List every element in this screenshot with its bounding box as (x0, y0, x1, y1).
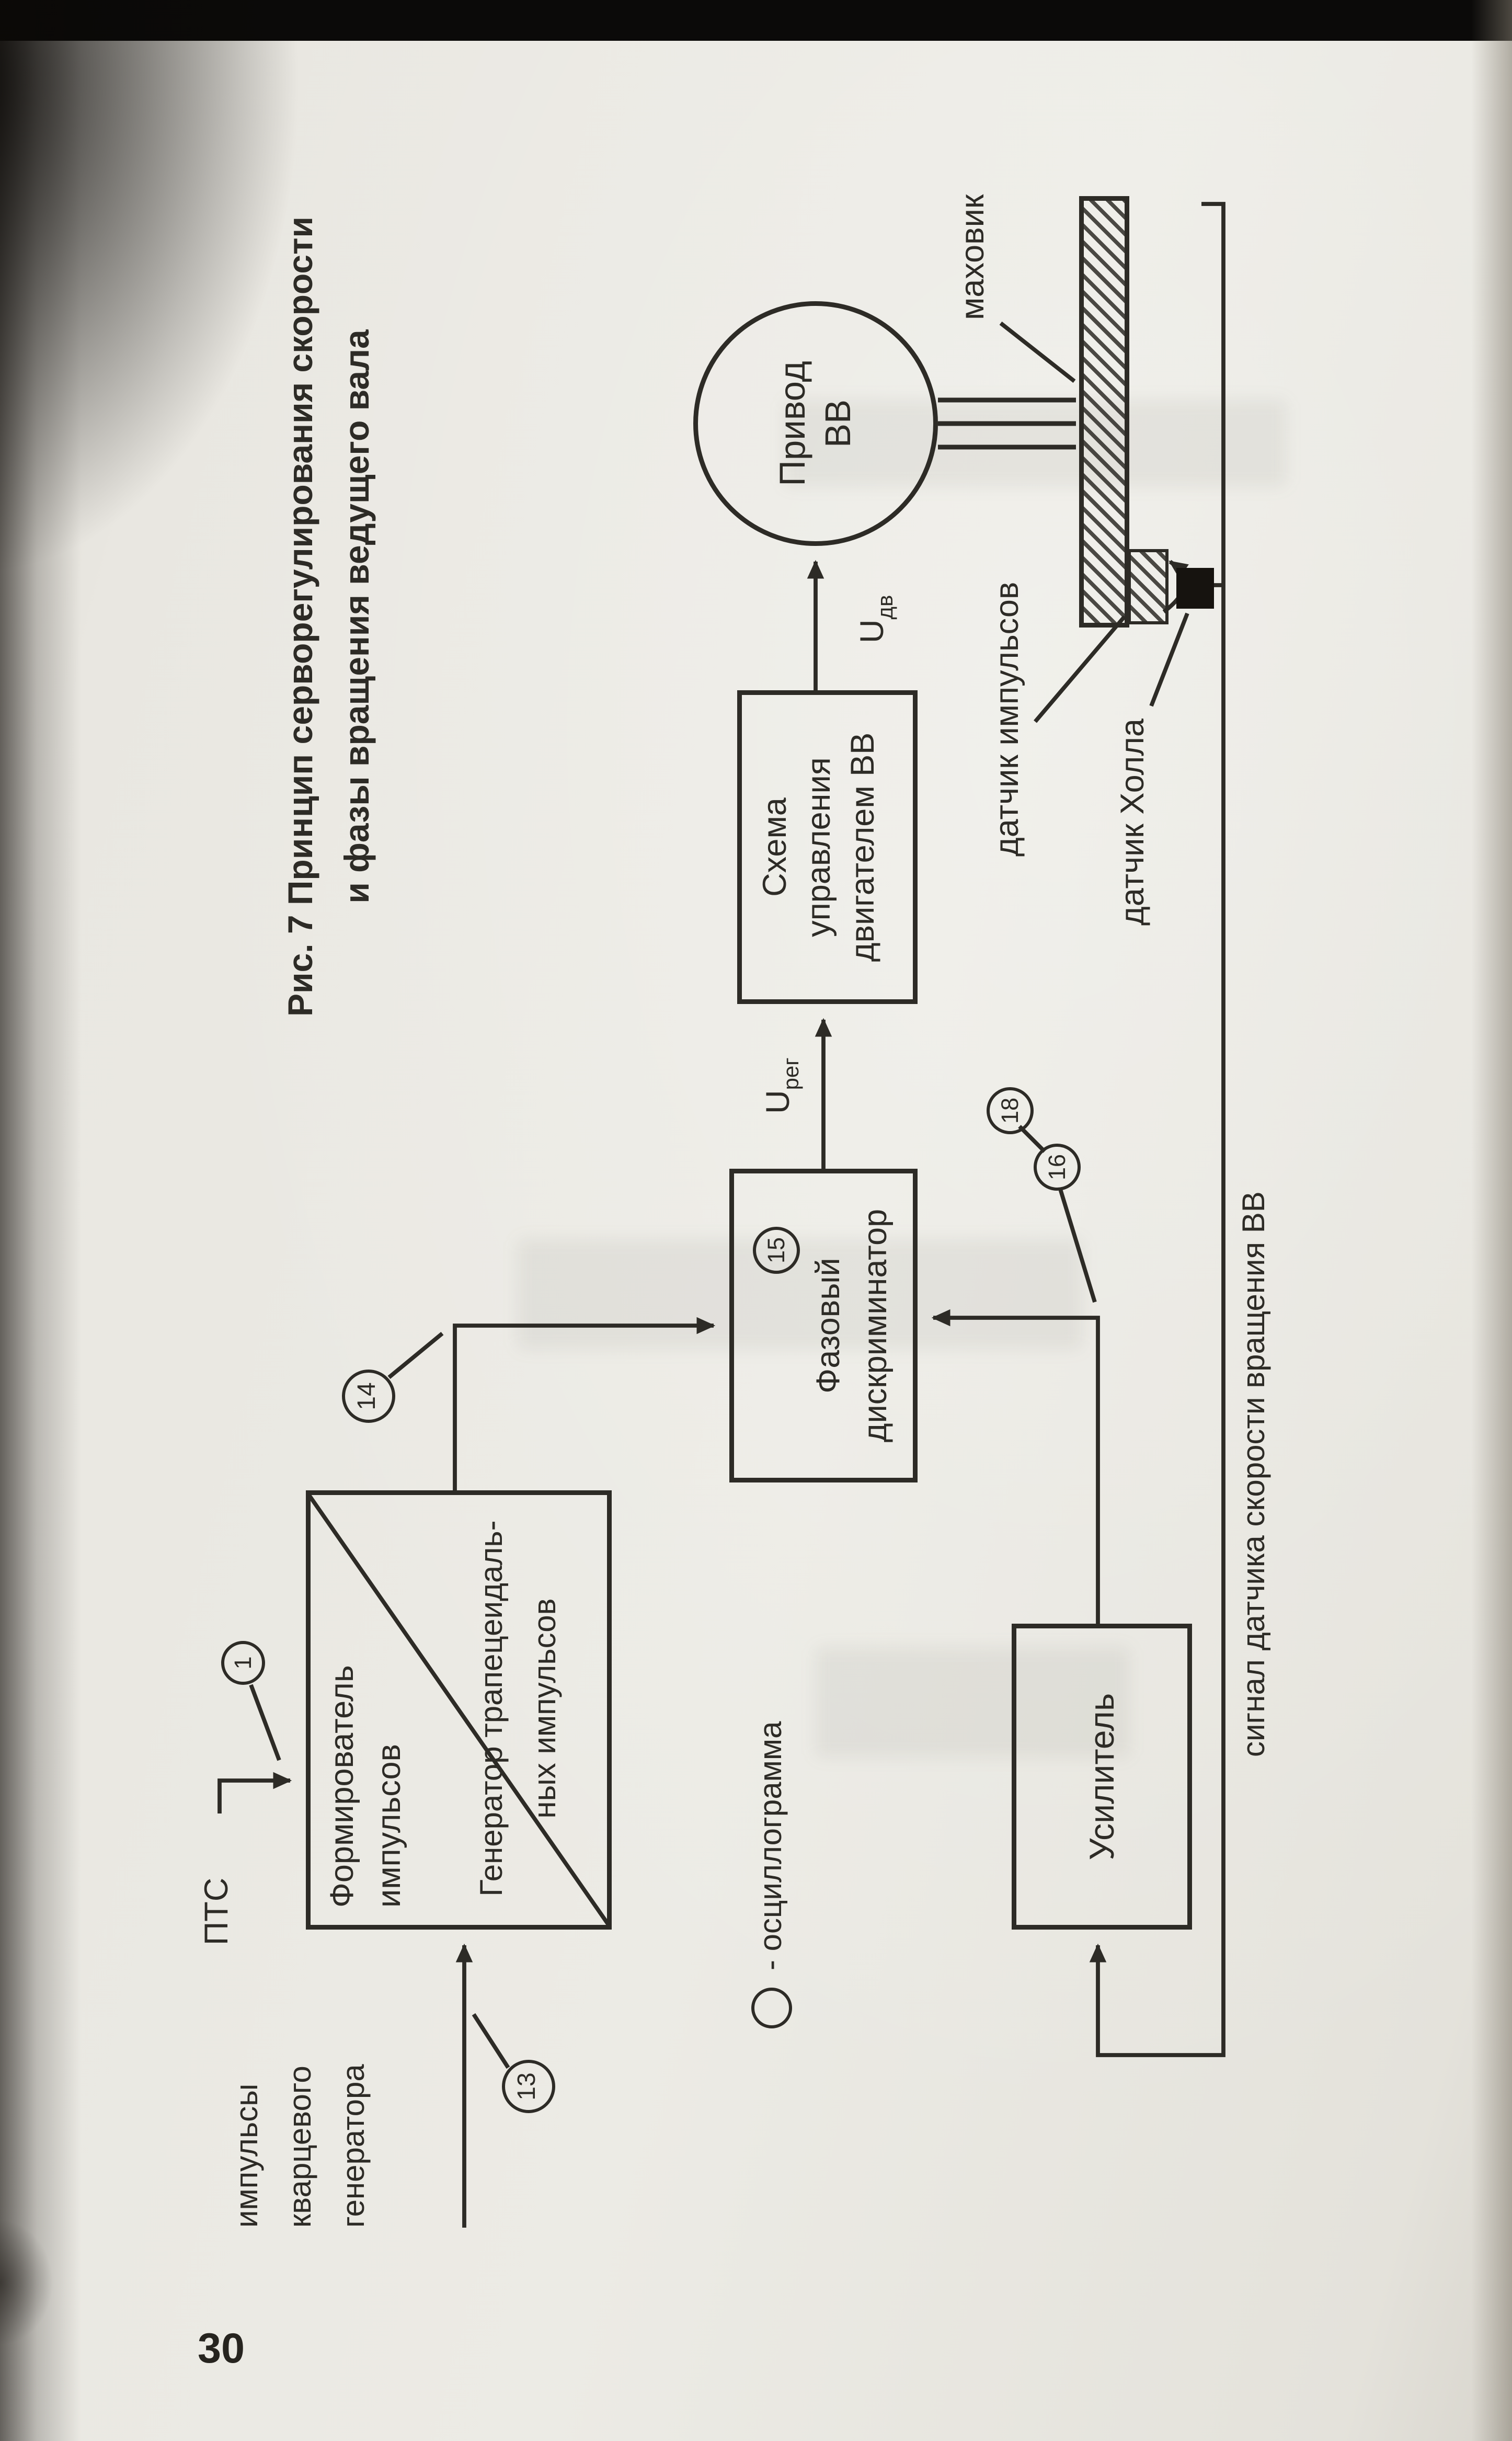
callout-13: 13 (502, 2060, 555, 2113)
callout-13-leader (472, 2013, 510, 2069)
motor-control-label-line2: управления (801, 757, 838, 937)
wire-generator-to-discriminator (453, 1317, 716, 1490)
hall-sensor-label: датчик Холла (1115, 718, 1151, 926)
flywheel-leader (999, 321, 1076, 383)
block-amplifier: Усилитель (1012, 1624, 1192, 1930)
amplifier-label: Усилитель (1082, 1693, 1121, 1861)
drive-shaft-lines (938, 397, 1076, 450)
wire-amplifier-to-discriminator (931, 1309, 1100, 1624)
callout-slash (1018, 1125, 1046, 1153)
page-number: 30 (198, 2325, 245, 2372)
oscillogram-legend: - осциллограмма (754, 1721, 789, 1970)
feedback-signal-label: сигнал датчика скорости вращения ВВ (1238, 1191, 1272, 1757)
scan-smudge-bottom-left (0, 2220, 53, 2345)
quartz-pulses-label-line3: генератора (337, 2064, 372, 2228)
hall-sensor-leader (1149, 612, 1189, 707)
wire-feedback-loop (1089, 202, 1225, 2057)
trapezoid-generator-label-line2: ных импульсов (529, 1598, 563, 1819)
u-motor-label: Uдв (855, 595, 897, 643)
callout-14-leader (387, 1331, 444, 1379)
quartz-pulses-label-line2: кварцевого (284, 2066, 318, 2228)
motor-control-label-line1: Схема (758, 797, 794, 897)
shaper-generator-diagonal (307, 1493, 611, 1926)
wire-ptc-input (217, 1772, 292, 1813)
drive-label-line2: ВВ (817, 399, 858, 448)
callout-1-leader (249, 1684, 281, 1761)
pulse-sensor-label: датчик импульсов (990, 581, 1026, 857)
phase-discriminator-label-line2: дискриминатор (858, 1208, 894, 1443)
u-reg-label: Uрег (761, 1057, 803, 1114)
trapezoid-generator-label-line1: Генератор трапецеидаль- (475, 1520, 510, 1897)
pulse-sensor-leader (1034, 615, 1126, 723)
callout-14: 14 (342, 1370, 395, 1423)
flywheel-bar (1079, 196, 1129, 628)
pulse-shaper-label-line2: импульсов (372, 1743, 408, 1908)
ptc-label: ПТС (199, 1877, 235, 1945)
drive-label-line1: Привод (772, 361, 813, 486)
show-through-smudge (816, 1647, 1129, 1757)
quartz-pulses-label-line1: импульсы (231, 2083, 265, 2228)
pulse-shaper-label-line1: Формирователь (325, 1665, 361, 1908)
phase-discriminator-label-line1: Фазовый (811, 1258, 847, 1394)
oscillogram-circle-icon (751, 1988, 792, 2028)
motor-control-label-line3: двигателем ВВ (845, 732, 881, 962)
hall-sensor-square (1176, 568, 1214, 609)
callout-15: 15 (753, 1227, 800, 1274)
pulse-sensor-ring (1128, 549, 1169, 624)
callout-16: 16 (1034, 1144, 1081, 1191)
block-drive: Привод ВВ (693, 301, 938, 546)
callout-18: 18 (987, 1087, 1034, 1134)
scan-shadow-right-edge (1471, 0, 1512, 2441)
callout-16-18-leader (1058, 1188, 1097, 1303)
flywheel-label: маховик (955, 194, 991, 320)
callout-1: 1 (221, 1641, 265, 1685)
show-through-smudge (518, 1239, 1082, 1349)
scan-shadow-top-left-corner (0, 0, 345, 643)
show-through-smudge (784, 400, 1286, 486)
